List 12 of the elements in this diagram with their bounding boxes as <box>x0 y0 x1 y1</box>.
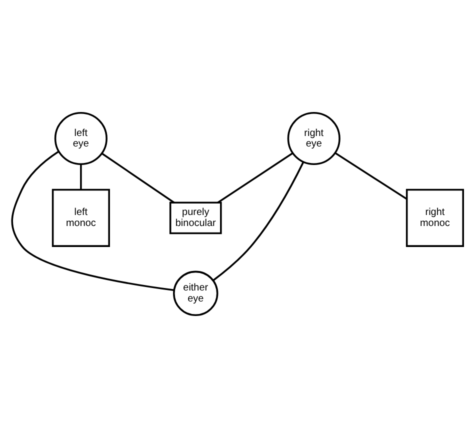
node-box: purely binocular <box>169 202 222 234</box>
connector <box>217 152 294 204</box>
connector <box>212 162 304 282</box>
node-box: right monoc <box>406 188 464 247</box>
node-circle: left eye <box>54 112 108 166</box>
node-circle: either eye <box>173 270 218 316</box>
node-box: left monoc <box>52 188 110 247</box>
connector <box>334 152 408 200</box>
connector <box>80 164 82 190</box>
connector <box>101 152 175 204</box>
node-circle: right eye <box>287 112 340 166</box>
connector <box>11 150 174 292</box>
